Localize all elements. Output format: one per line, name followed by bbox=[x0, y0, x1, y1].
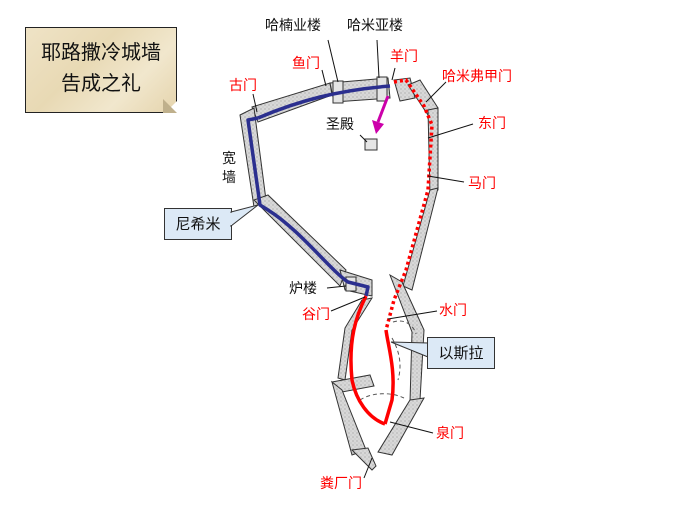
label-old-gate: 古门 bbox=[229, 78, 257, 94]
callout-nehemiah: 尼希米 bbox=[164, 208, 232, 240]
label-broad-wall: 宽墙 bbox=[222, 151, 236, 186]
page-curl-shadow bbox=[163, 99, 177, 113]
label-temple: 圣殿 bbox=[326, 117, 354, 133]
label-tower-hananel: 哈楠业楼 bbox=[265, 18, 321, 34]
arrow-to-temple bbox=[372, 95, 390, 134]
temple-block bbox=[364, 138, 378, 151]
label-dung-gate: 粪厂门 bbox=[320, 476, 362, 492]
title-note: 耶路撒冷城墙 告成之礼 bbox=[25, 27, 178, 114]
leader-lines bbox=[252, 39, 474, 479]
nehemiah-route bbox=[246, 116, 370, 297]
towers bbox=[332, 76, 388, 292]
label-sheep-gate: 羊门 bbox=[390, 49, 418, 65]
label-fish-gate: 鱼门 bbox=[292, 56, 320, 72]
label-valley-gate: 谷门 bbox=[302, 307, 330, 323]
label-tower-hammeah: 哈米亚楼 bbox=[347, 18, 403, 34]
title-line-1: 耶路撒冷城墙 bbox=[41, 40, 161, 64]
callout-ezra: 以斯拉 bbox=[427, 337, 495, 369]
label-furnace-tower: 炉楼 bbox=[289, 281, 317, 297]
label-east-gate: 东门 bbox=[478, 116, 506, 132]
tower-hammeah-block bbox=[376, 76, 388, 102]
label-water-gate: 水门 bbox=[439, 303, 467, 319]
ezra-route-solid bbox=[383, 329, 395, 425]
title-line-2: 告成之礼 bbox=[61, 71, 141, 95]
label-fountain-gate: 泉门 bbox=[436, 426, 464, 442]
label-muster-gate: 哈米弗甲门 bbox=[442, 69, 512, 85]
label-horse-gate: 马门 bbox=[468, 176, 496, 192]
ezra-route-dotted bbox=[384, 78, 434, 331]
valley-route-solid bbox=[349, 295, 386, 426]
